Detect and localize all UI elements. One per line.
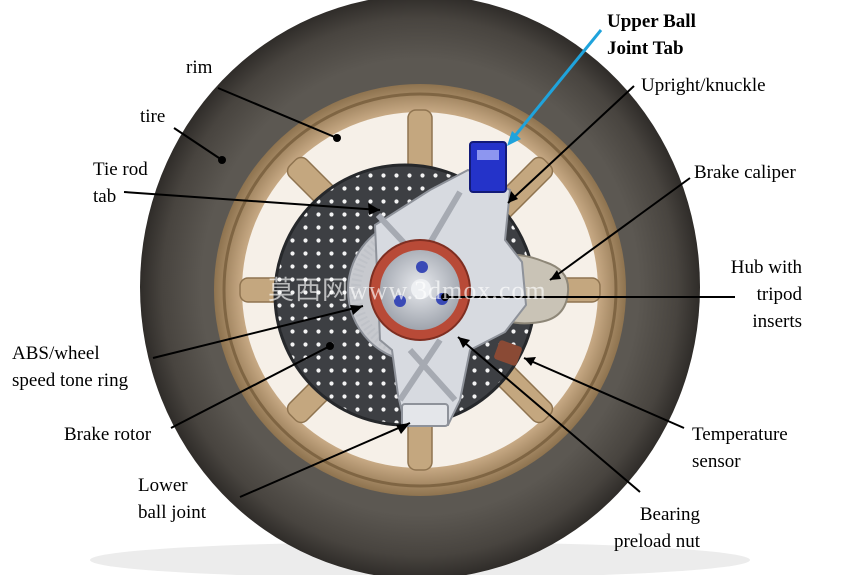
label-lower-ball-joint: Lower ball joint [138, 475, 207, 523]
watermark: 莫西网www.3dmox.com [268, 276, 547, 305]
upper-tab-leader [508, 29, 603, 143]
label-upright-knuckle: Upright/knuckle [641, 75, 766, 96]
label-abs-tone-ring: ABS/wheel speed tone ring [12, 343, 129, 391]
upper-ball-joint-tab [469, 141, 507, 193]
label-hub-with-tripod-inserts: Hub with tripod inserts [730, 257, 802, 332]
label-rim: rim [186, 57, 213, 78]
leader-arrows [350, 191, 561, 434]
hub-center [411, 279, 431, 299]
label-bearing-preload-nut: Bearing preload nut [613, 504, 700, 552]
tripod-insert-left [394, 295, 406, 307]
rim-lip [222, 92, 618, 488]
tripod-insert-top [416, 261, 428, 273]
label-tire: tire [140, 106, 166, 127]
leader-lines [123, 85, 735, 498]
label-temperature-sensor: Temperature sensor [692, 424, 788, 472]
leader-dots [218, 134, 449, 350]
label-tie-rod-tab: Tie rod tab [93, 159, 148, 207]
upper-tab-arrow [507, 131, 521, 146]
label-upper-ball-joint-tab: Upper Ball Joint Tab [607, 11, 696, 59]
label-brake-rotor: Brake rotor [64, 424, 152, 445]
label-brake-caliper: Brake caliper [694, 162, 796, 183]
lower-ball-joint [401, 403, 449, 427]
temperature-sensor [494, 340, 522, 366]
